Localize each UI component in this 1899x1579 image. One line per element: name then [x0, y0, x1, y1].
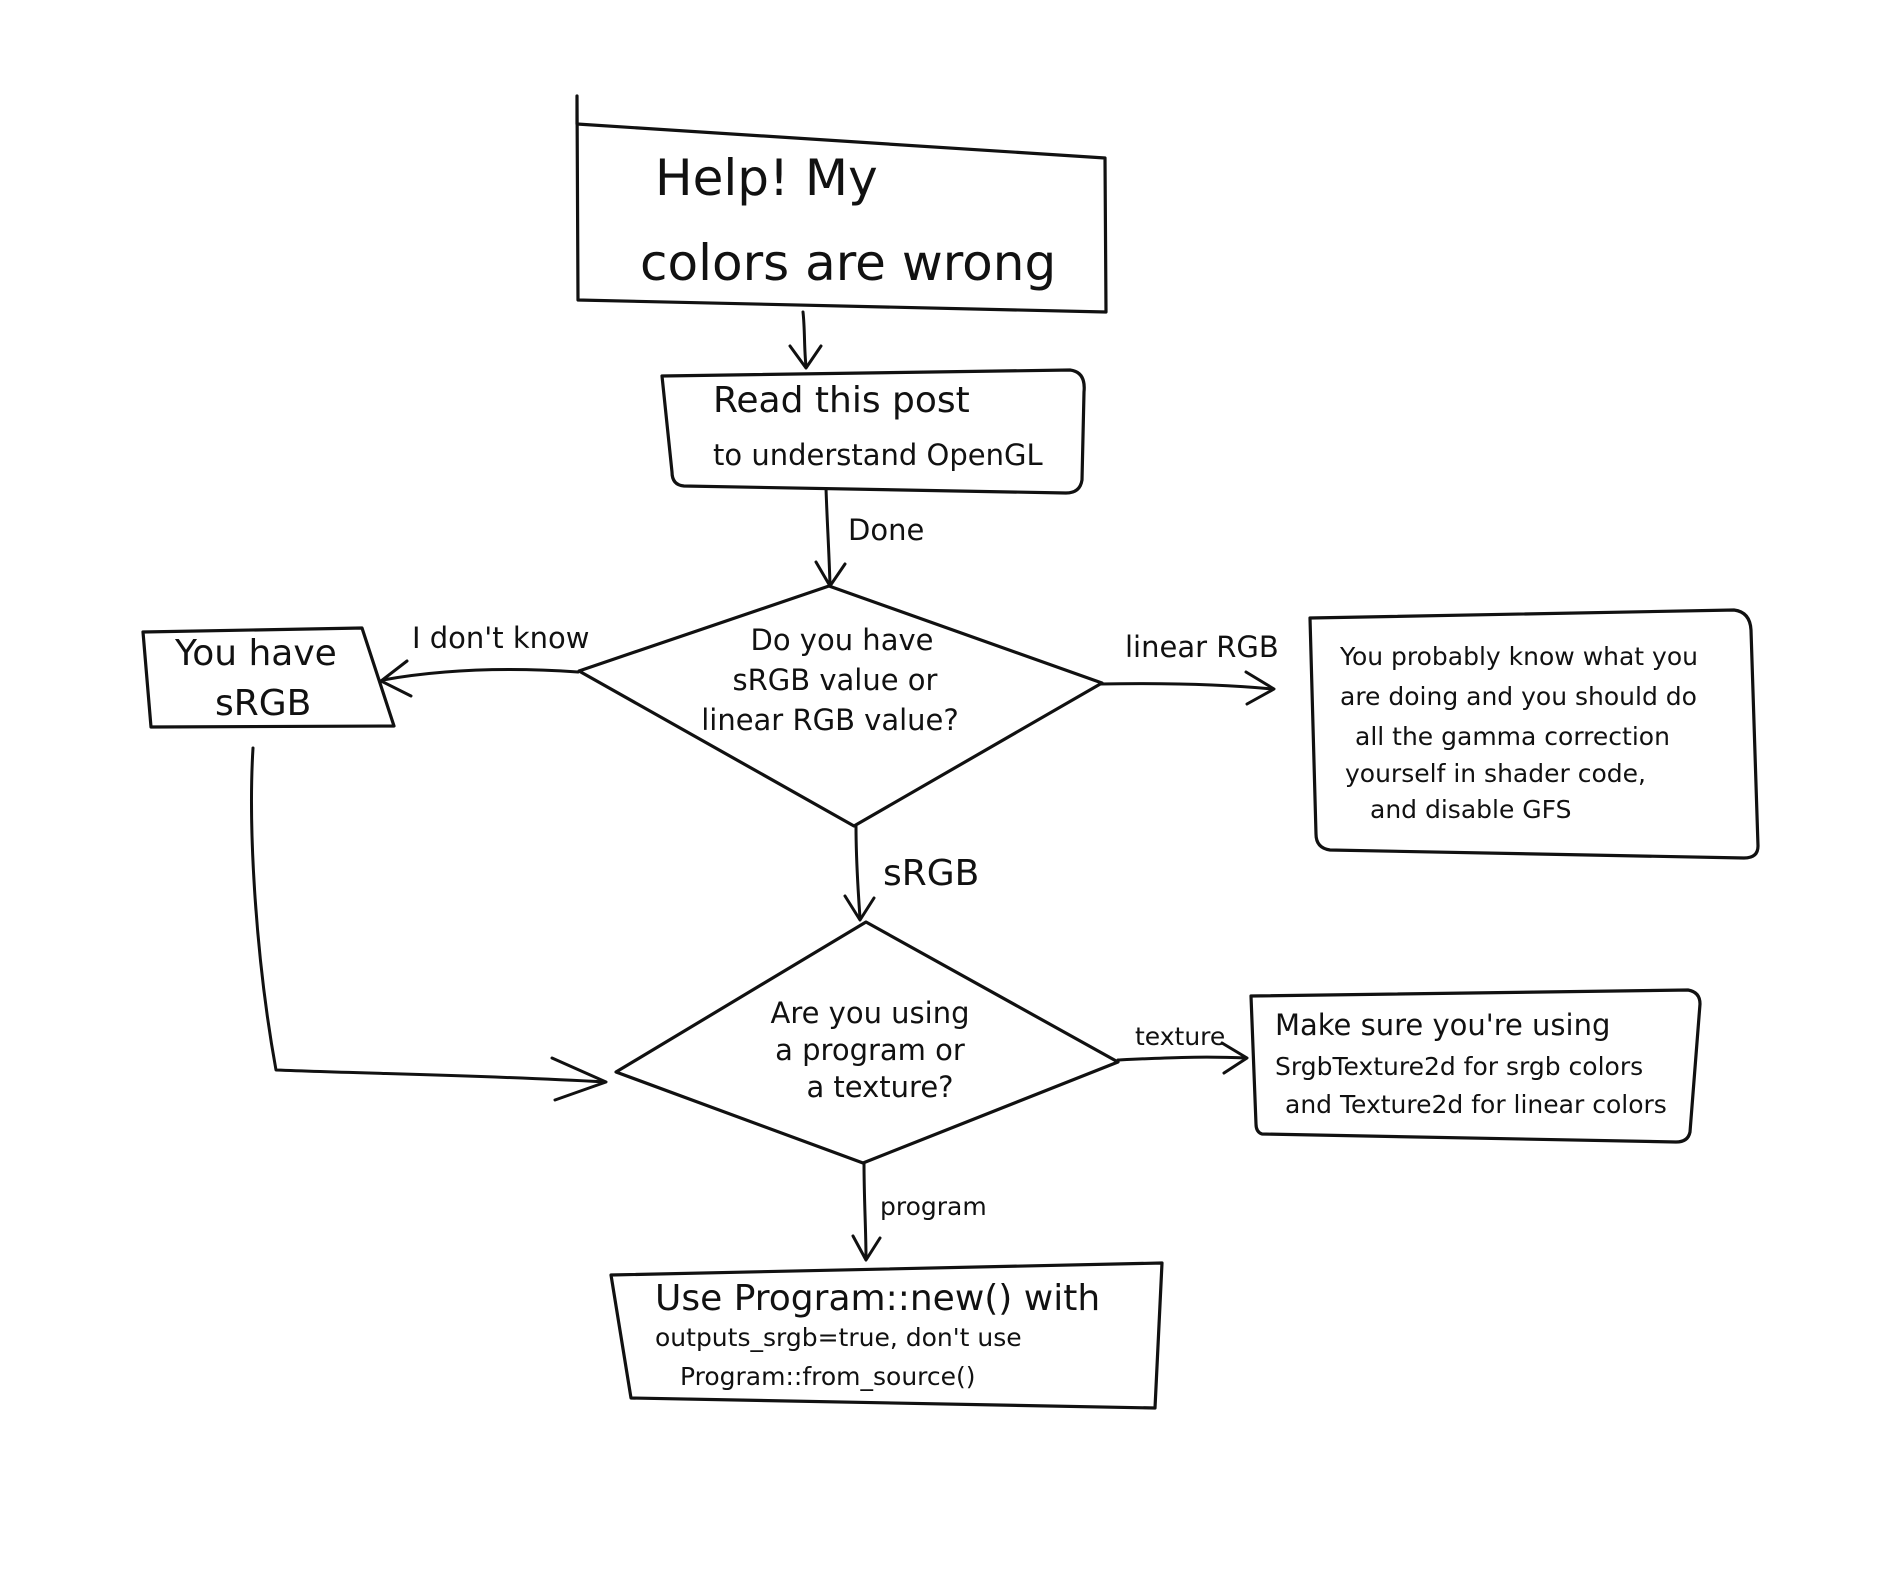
edge-label-i-dont-know: I don't know — [412, 621, 590, 655]
node-linear-advice-line-2: are doing and you should do — [1340, 682, 1697, 711]
edge-label-program: program — [880, 1192, 987, 1221]
edge-decision-to-program-decision — [843, 824, 876, 922]
node-read-post-line-1: Read this post — [713, 380, 970, 421]
node-texture-advice-line-1: Make sure you're using — [1275, 1008, 1610, 1042]
edge-start-to-read — [788, 310, 823, 370]
arrow-head-icon — [379, 659, 413, 698]
edge-decision-to-you-have-srgb — [379, 659, 580, 698]
node-linear-advice-line-3: all the gamma correction — [1355, 722, 1670, 751]
node-start-line-1: Help! My — [655, 149, 878, 207]
arrow-head-icon — [788, 344, 823, 370]
edge-read-to-decision — [814, 486, 847, 588]
node-decision-program: Are you using a program or a texture? — [614, 920, 1120, 1165]
arrow-head-icon — [843, 894, 876, 922]
edge-label-texture: texture — [1135, 1022, 1225, 1051]
node-texture-advice-line-2: SrgbTexture2d for srgb colors — [1275, 1052, 1643, 1081]
edge-label-srgb: sRGB — [883, 853, 979, 894]
arrow-head-icon — [1244, 670, 1276, 706]
node-you-have-srgb-line-2: sRGB — [215, 683, 311, 724]
node-decision-values-line-1: Do you have — [751, 623, 934, 657]
node-you-have-srgb: You have sRGB — [141, 626, 396, 729]
node-start: Help! My colors are wrong — [575, 94, 1108, 314]
node-linear-advice: You probably know what you are doing and… — [1308, 608, 1760, 860]
node-texture-advice: Make sure you're using SrgbTexture2d for… — [1249, 988, 1702, 1144]
node-decision-values-line-2: sRGB value or — [733, 663, 938, 697]
edge-decision-to-linear-advice — [1098, 670, 1276, 706]
node-decision-values-line-3: linear RGB value? — [701, 703, 959, 737]
node-linear-advice-line-1: You probably know what you — [1339, 642, 1698, 671]
node-start-line-2: colors are wrong — [640, 234, 1056, 292]
node-texture-advice-line-3: and Texture2d for linear colors — [1285, 1090, 1667, 1119]
edge-program-decision-to-program-advice — [851, 1160, 882, 1262]
node-program-advice-line-3: Program::from_source() — [680, 1362, 976, 1391]
arrow-head-icon — [1220, 1041, 1249, 1075]
node-program-advice-line-1: Use Program::new() with — [655, 1278, 1100, 1319]
edge-program-decision-to-texture-advice — [1116, 1041, 1249, 1075]
edge-you-have-srgb-to-program-decision — [250, 746, 608, 1102]
node-you-have-srgb-line-1: You have — [174, 633, 337, 674]
node-decision-program-line-1: Are you using — [770, 996, 969, 1030]
node-program-advice: Use Program::new() with outputs_srgb=tru… — [609, 1261, 1164, 1410]
node-program-advice-line-2: outputs_srgb=true, don't use — [655, 1323, 1022, 1352]
node-read-post: Read this post to understand OpenGL — [660, 368, 1086, 495]
node-decision-program-line-2: a program or — [775, 1033, 965, 1067]
edge-label-linear-rgb: linear RGB — [1125, 630, 1279, 664]
node-linear-advice-line-5: and disable GFS — [1370, 795, 1571, 824]
arrow-head-icon — [851, 1234, 882, 1262]
node-linear-advice-line-4: yourself in shader code, — [1345, 759, 1646, 788]
arrow-head-icon — [550, 1056, 608, 1102]
edge-label-done: Done — [848, 513, 924, 547]
node-decision-program-line-3: a texture? — [806, 1070, 953, 1104]
node-decision-values: Do you have sRGB value or linear RGB val… — [577, 584, 1104, 828]
node-read-post-line-2: to understand OpenGL — [713, 438, 1043, 472]
